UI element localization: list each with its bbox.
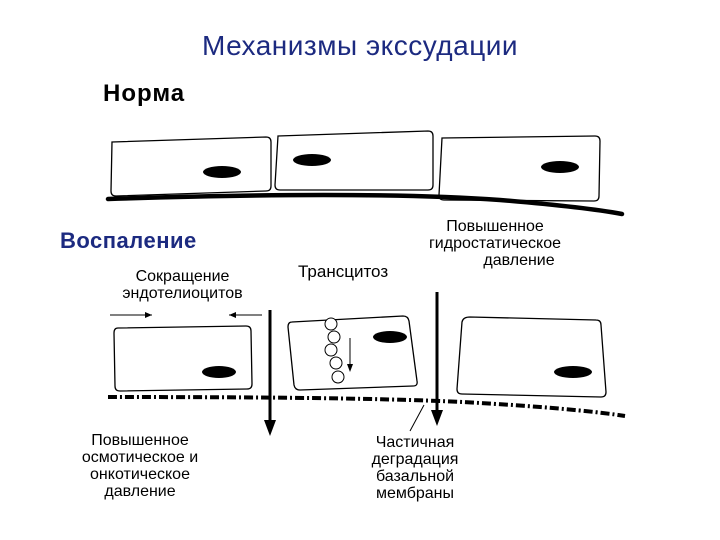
norm-label: Норма (103, 80, 186, 107)
contraction-line-2: эндотелиоцитов (122, 285, 243, 302)
degradation-line-2: деградация (371, 451, 459, 468)
norm-basement-membrane (105, 192, 625, 217)
osmotic-line-1: Повышенное (91, 432, 189, 449)
degradation-line-1: Частичная (375, 434, 455, 451)
diagram-title: Механизмы экссудации (201, 30, 519, 61)
infl-cell-3 (456, 316, 607, 398)
infl-cell-2 (287, 315, 418, 391)
infl-nucleus-2 (373, 331, 407, 343)
norm-nucleus-2 (293, 154, 331, 166)
vesicle-5 (331, 370, 345, 384)
degradation-pointer (409, 404, 425, 432)
hydrostatic-label: Повышенное гидростатическое давление (395, 218, 595, 269)
hydrostatic-line-3: давление (483, 252, 555, 269)
contraction-label: Сокращение эндотелиоцитов (90, 268, 275, 302)
contraction-line-1: Сокращение (135, 268, 230, 285)
osmotic-label: Повышенное осмотическое и онкотическое д… (55, 432, 225, 500)
inflammation-cells (113, 315, 607, 398)
degradation-line-4: мембраны (375, 485, 454, 502)
norm-nucleus-1 (203, 166, 241, 178)
pressure-arrows (264, 292, 443, 436)
damaged-basement-membrane (107, 395, 626, 418)
hydrostatic-line-1: Повышенное (446, 218, 544, 235)
infl-nucleus-3 (554, 366, 592, 378)
norm-cell-2 (274, 130, 434, 191)
transcytosis-label: Трансцитоз (298, 262, 389, 281)
vesicle-2 (327, 330, 341, 344)
degradation-label: Частичная деградация базальной мембраны (345, 434, 485, 502)
norm-nucleus-3 (541, 161, 579, 173)
contraction-arrows (110, 312, 262, 318)
infl-nucleus-1 (202, 366, 236, 378)
osmotic-line-4: давление (104, 483, 176, 500)
vesicle-4 (329, 356, 343, 370)
norm-cell-1 (110, 136, 272, 197)
infl-cell-1 (113, 325, 253, 392)
transcytosis-vesicles (324, 317, 353, 384)
osmotic-line-3: онкотическое (90, 466, 190, 483)
degradation-line-3: базальной (375, 468, 455, 485)
vesicle-3 (324, 343, 338, 357)
hydrostatic-line-2: гидростатическое (428, 235, 562, 252)
inflammation-label: Воспаление (60, 228, 197, 253)
norm-cells (105, 130, 625, 217)
vesicle-1 (324, 317, 338, 331)
osmotic-line-2: осмотическое и (81, 449, 199, 466)
